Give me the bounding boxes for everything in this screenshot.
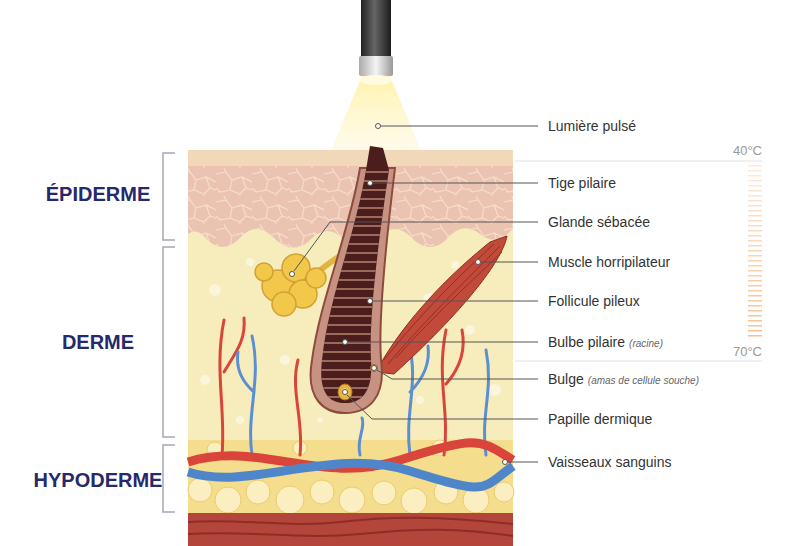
part-label: Follicule pileux	[548, 292, 640, 310]
part-label: Vaisseaux sanguins	[548, 453, 671, 471]
layer-label: HYPODERME	[34, 468, 163, 492]
part-label: Lumière pulsé	[548, 117, 636, 135]
note-label: (amas de cellule souche)	[588, 374, 699, 388]
layer-label: ÉPIDERME	[46, 182, 150, 206]
part-label: Tige pilaire	[548, 174, 616, 192]
layer-label: DERME	[62, 330, 134, 354]
part-label: Bulge	[548, 370, 584, 388]
temperature-label: 70°C	[733, 343, 762, 361]
note-label: (racine)	[629, 337, 663, 351]
temperature-label: 40°C	[733, 142, 762, 160]
part-label: Muscle horripilateur	[548, 253, 670, 271]
part-label: Papille dermique	[548, 410, 652, 428]
part-label: Glande sébacée	[548, 213, 650, 231]
part-label: Bulbe pilaire	[548, 333, 625, 351]
